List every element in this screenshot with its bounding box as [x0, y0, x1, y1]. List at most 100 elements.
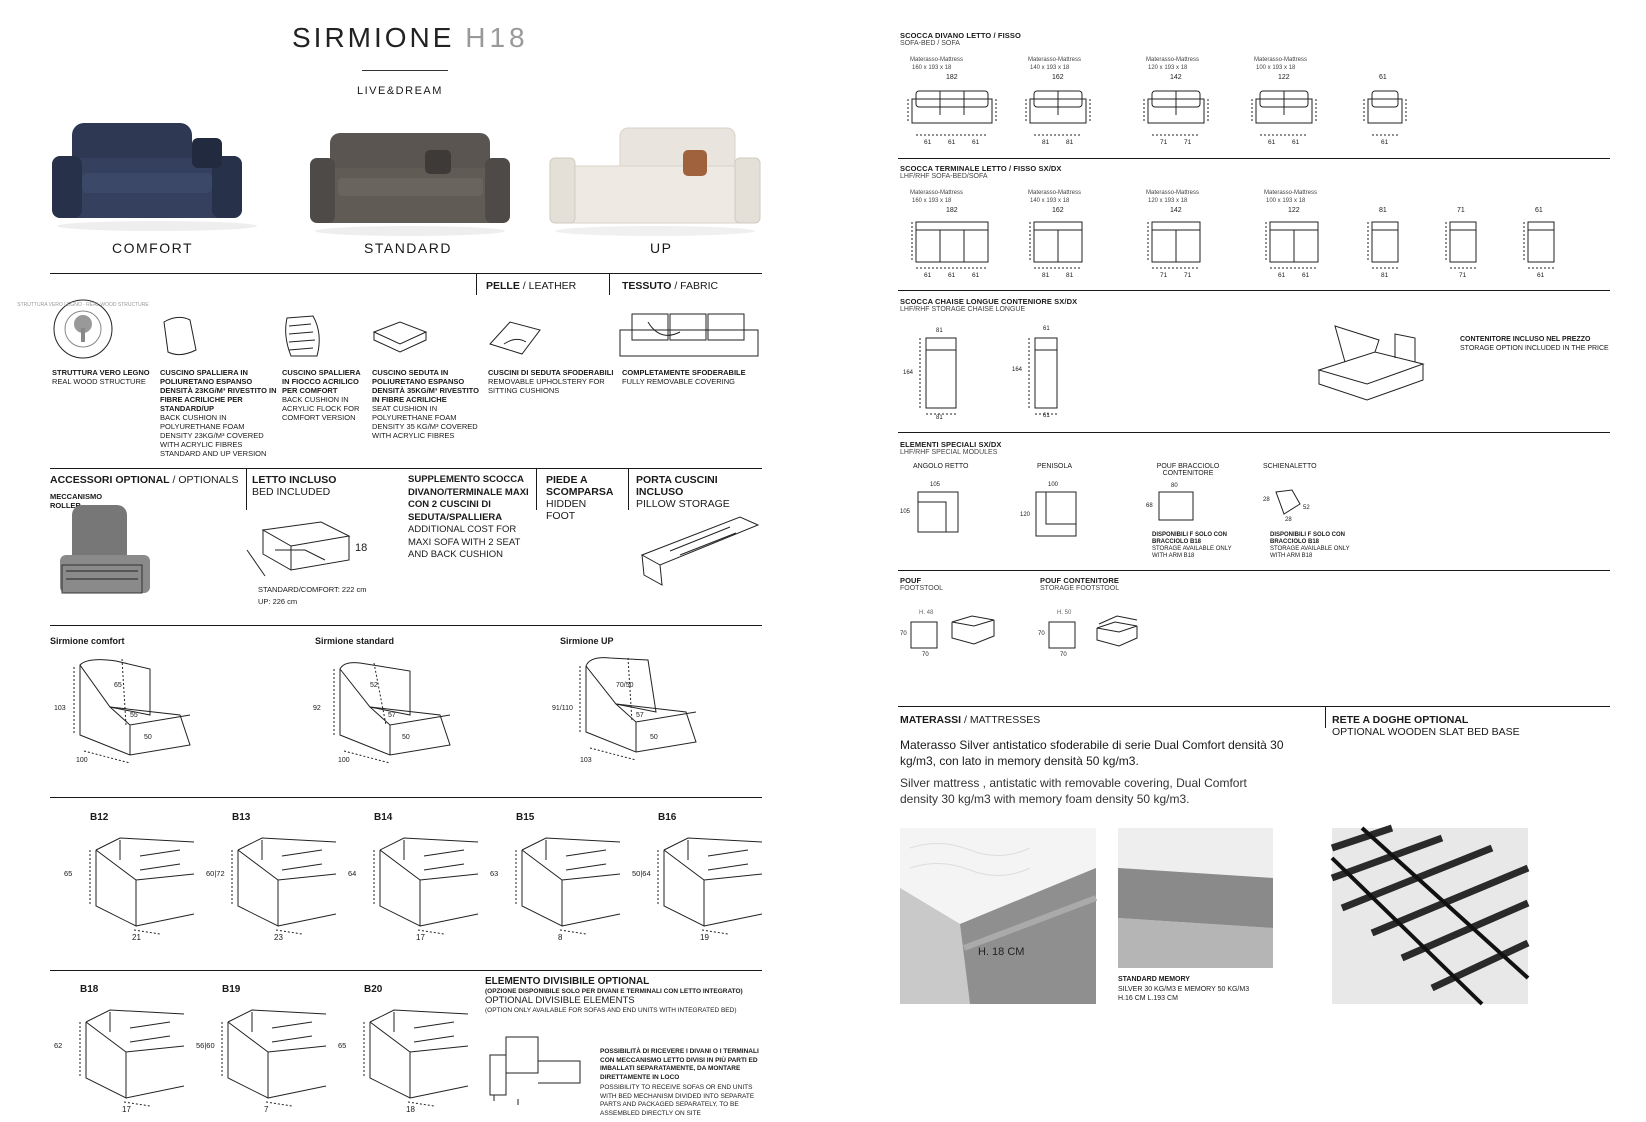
terminals-module-2-1: 71: [1184, 272, 1192, 279]
arm-height-b14: 64: [348, 869, 357, 878]
standard-memory-line2: H.16 CM L.193 CM: [1118, 995, 1178, 1002]
feature-wood: STRUTTURA VERO LEGNO REAL WOOD STRUCTURE: [52, 368, 152, 386]
arm-drawing-b14: [373, 837, 479, 935]
arm-code-b13: B13: [232, 812, 251, 823]
bed-length-std: STANDARD/COMFORT: 222 cm: [258, 585, 367, 594]
material-fabric-en: / FABRIC: [674, 280, 719, 292]
bed-included: LETTO INCLUSO BED INCLUDED: [252, 474, 336, 498]
frames-module-4-0: 61: [1381, 139, 1389, 146]
bed-length-up: UP: 226 cm: [258, 597, 298, 606]
terminals-module-6-0: 61: [1537, 272, 1545, 279]
divisible-text-en: POSSIBILITY TO RECEIVE SOFAS OR END UNIT…: [600, 1084, 755, 1117]
backrest-dim-c: 28: [1285, 517, 1292, 523]
slat-base-photo: [1330, 824, 1530, 1006]
arm-height-b13: 60|72: [206, 869, 225, 878]
pouf-storage-sub: STORAGE FOOTSTOOL: [1040, 585, 1120, 592]
feature-back-cushion-title: CUSCINO SPALLIERA IN POLIURETANO ESPANSO…: [160, 368, 277, 413]
frames-matt-0: Materasso-Mattress: [910, 57, 964, 63]
roller-mechanism-photo: [60, 505, 150, 594]
mattress-text-it: Materasso Silver antistatico sfoderabile…: [900, 738, 1284, 768]
arm-code-b20: B20: [364, 984, 383, 995]
chaise-storage-sub: STORAGE OPTION INCLUDED IN THE PRICE: [1460, 345, 1609, 352]
pouf-arm-note-en: STORAGE AVAILABLE ONLY WITH ARM B18: [1152, 546, 1232, 559]
accessories-title-it: ACCESSORI OPTIONAL: [50, 474, 170, 486]
bed-height: 18: [355, 542, 368, 554]
seal-text: STRUTTURA VERO LEGNO · REAL WOOD STRUCTU…: [17, 302, 149, 308]
frames-module-0-2: 61: [972, 139, 980, 146]
hidden-foot-sub: HIDDEN FOOT: [546, 498, 587, 522]
brand-subtitle: LIVE&DREAM: [357, 85, 443, 97]
peninsula-depth: 120: [1020, 512, 1031, 518]
frames-width-0: 182: [946, 74, 958, 81]
chaise-storage-title: CONTENITORE INCLUSO NEL PREZZO: [1460, 336, 1591, 343]
brand-title-main: SIRMIONE: [292, 22, 455, 53]
brand-title: SIRMIONE H18: [292, 22, 529, 54]
arm-code-b15: B15: [516, 812, 535, 823]
feature-back-cushion-body: BACK CUSHION IN POLYURETHANE FOAM DENSIT…: [160, 413, 267, 458]
frames-module-1-1: 81: [1066, 139, 1074, 146]
arm-height-b15: 63: [490, 869, 499, 878]
hidden-foot: PIEDE A SCOMPARSA HIDDEN FOOT: [546, 474, 618, 522]
real-wood-seal-icon: STRUTTURA VERO LEGNO · REAL WOOD STRUCTU…: [17, 299, 149, 359]
seat-cushion-icon: [372, 321, 428, 353]
sofa-up-photo: [549, 127, 761, 236]
feature-seat-cushion: CUSCINO SEDUTA IN POLIURETANO ESPANSO DE…: [372, 368, 484, 440]
pouf-storage-drawing: [1048, 621, 1076, 649]
profile-up-name: Sirmione UP: [560, 636, 614, 646]
pouf-storage-photo-icon: [1096, 615, 1138, 647]
terminals-matt-3: Materasso-Mattress: [1264, 190, 1318, 196]
arm-width-b13: 23: [274, 933, 283, 942]
terminals-module-4-0: 81: [1381, 272, 1389, 279]
mattress-text-en: Silver mattress , antistatic with remova…: [900, 776, 1247, 806]
version-label-comfort: COMFORT: [112, 240, 194, 256]
brand-title-model: H18: [465, 22, 529, 53]
frames-module-2-0: 71: [1160, 139, 1168, 146]
feature-seat-title: CUSCINO SEDUTA IN POLIURETANO ESPANSO DE…: [372, 368, 479, 404]
arm-width-b18: 17: [122, 1105, 131, 1114]
back-cushion-icon: [163, 316, 197, 356]
material-fabric: TESSUTO / FABRIC: [622, 280, 718, 292]
hidden-foot-title: PIEDE A SCOMPARSA: [546, 474, 614, 498]
terminals-width-0: 182: [946, 207, 958, 214]
corner-width: 105: [930, 482, 941, 488]
terminals-width-1: 162: [1052, 207, 1064, 214]
frames-drawing-4: [1363, 90, 1407, 136]
materials-divider: [50, 273, 762, 274]
mattress-divider: [898, 706, 1610, 707]
pouf-arm-note-it: DISPONIBILI F SOLO CON BRACCIOLO B18: [1152, 532, 1228, 545]
terminals-drawing-0: [911, 221, 989, 269]
feature-flock-title: CUSCINO SPALLIERA IN FIOCCO ACRILICO PER…: [282, 368, 361, 395]
terminals-size-0: 160 x 193 x 18: [912, 198, 952, 204]
bed-mechanism-drawing: [246, 521, 351, 577]
terminals-matt-1: Materasso-Mattress: [1028, 190, 1082, 196]
divisible-block: ELEMENTO DIVISIBILE OPTIONAL (OPZIONE DI…: [485, 976, 765, 1014]
profile-standard-seat: 57: [388, 712, 396, 719]
peninsula-width: 100: [1048, 482, 1059, 488]
version-label-up: UP: [650, 240, 673, 256]
maxi-supplement: SUPPLEMENTO SCOCCA DIVANO/TERMINALE MAXI…: [408, 474, 530, 562]
sofa-comfort-photo: [52, 123, 257, 231]
frames-drawing-3: [1251, 90, 1317, 136]
frames-drawing-0: [907, 90, 997, 136]
corner-depth: 105: [900, 509, 911, 515]
arm-code-b19: B19: [222, 984, 241, 995]
terminals-divider: [898, 290, 1610, 291]
corner-drawing: [917, 491, 959, 533]
chaise-a-width-bottom: 81: [936, 415, 943, 421]
frames-module-3-1: 61: [1292, 139, 1300, 146]
arm-drawing-b12: [89, 837, 195, 935]
terminals-module-0-0: 61: [924, 272, 932, 279]
arm-width-b15: 8: [558, 933, 563, 942]
mattress-title-en: / MATTRESSES: [963, 714, 1041, 726]
accessories-title-en: / OPTIONALS: [172, 474, 239, 486]
pouf-arm-drawing: [1158, 491, 1194, 521]
profile-comfort-name: Sirmione comfort: [50, 636, 125, 646]
pillow-storage-drawing: [640, 516, 760, 586]
pouf-storage-title: POUF CONTENITORE: [1040, 576, 1119, 585]
frames-drawing-1: [1025, 90, 1091, 136]
arm-code-b12: B12: [90, 812, 109, 823]
pouf-width: 70: [922, 652, 929, 658]
terminals-size-1: 140 x 193 x 18: [1030, 198, 1070, 204]
frames-module-1-0: 81: [1042, 139, 1050, 146]
arm-width-b14: 17: [416, 933, 425, 942]
